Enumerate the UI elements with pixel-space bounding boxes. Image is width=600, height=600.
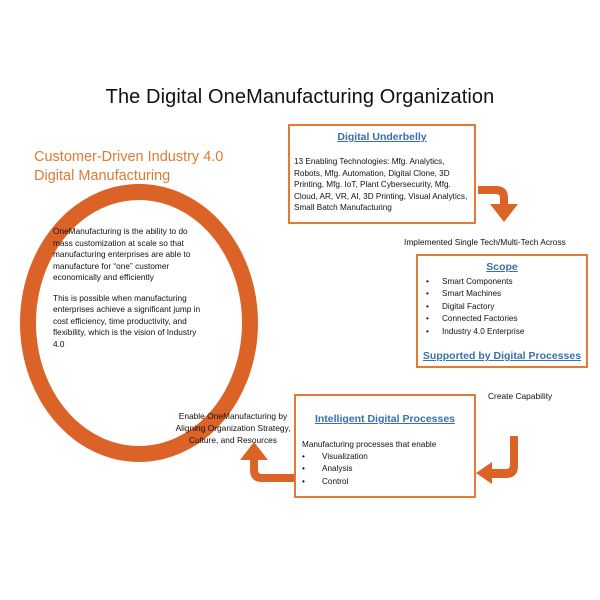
digital-underbelly-box: Digital Underbelly 13 Enabling Technolog… [288,124,476,224]
left-heading-line2: Digital Manufacturing [34,168,171,184]
processes-title: Intelligent Digital Processes [314,413,456,425]
enable-note: Enable OneManufacturing by Aligning Orga… [175,411,291,445]
implemented-note: Implemented Single Tech/Multi-Tech Acros… [404,237,566,247]
list-item: Control [302,476,474,488]
left-heading: Customer-Driven Industry 4.0 Digital Man… [34,148,223,186]
capability-note: Create Capability [488,391,553,401]
digital-underbelly-title: Digital Underbelly [337,131,427,143]
list-item: Visualization [302,451,474,463]
left-heading-line1: Customer-Driven Industry 4.0 [34,149,224,165]
arrow-scope-to-processes-icon [476,436,518,484]
list-item: Industry 4.0 Enterprise [426,326,586,338]
page-title: The Digital OneManufacturing Organizatio… [105,86,495,108]
scope-title: Scope [486,261,518,273]
arrow-underbelly-to-scope-icon [478,186,518,222]
list-item: Digital Factory [426,301,586,313]
list-item: Smart Components [426,276,586,288]
circle-paragraph-2: This is possible when manufacturing ente… [53,292,201,349]
circle-paragraph-1: OneManufacturing is the ability to do ma… [53,226,191,282]
list-item: Smart Machines [426,288,586,300]
processes-list: Visualization Analysis Control [302,451,474,488]
list-item: Analysis [302,463,474,475]
intelligent-processes-box: Intelligent Digital Processes Manufactur… [294,394,476,498]
scope-list: Smart Components Smart Machines Digital … [418,276,586,338]
circle-text: OneManufacturing is the ability to do ma… [53,226,209,359]
list-item: Connected Factories [426,313,586,325]
arrow-processes-to-circle-icon [240,442,294,482]
scope-footer: Supported by Digital Processes [422,350,582,362]
digital-underbelly-body: 13 Enabling Technologies: Mfg. Analytics… [294,157,468,213]
processes-intro: Manufacturing processes that enable [302,440,437,449]
processes-body: Manufacturing processes that enable Visu… [302,439,474,488]
scope-box: Scope Smart Components Smart Machines Di… [416,254,588,368]
